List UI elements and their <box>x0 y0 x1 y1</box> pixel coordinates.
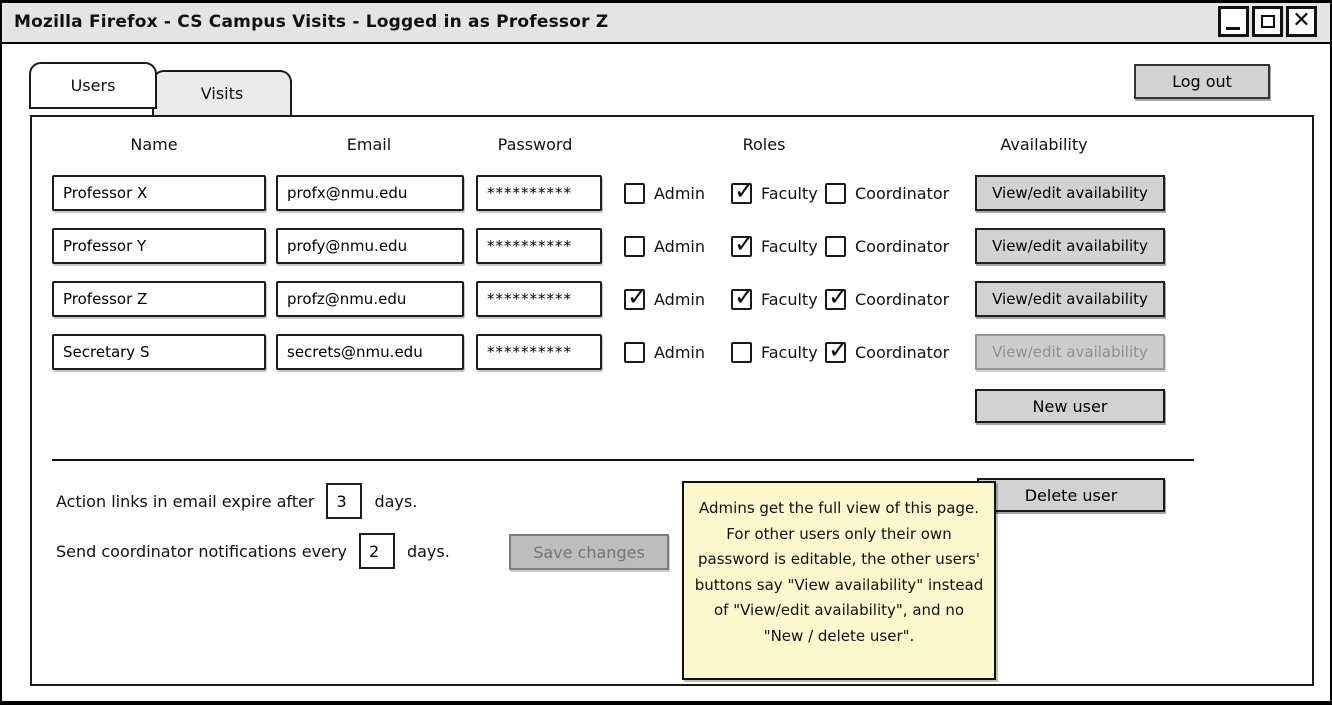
notify-label-before: Send coordinator notifications every <box>56 541 347 561</box>
faculty-label: Faculty <box>761 236 818 256</box>
close-icon: ✕ <box>1292 7 1311 33</box>
new-user-button[interactable]: New user <box>975 389 1165 423</box>
coordinator-checkbox[interactable] <box>825 282 849 311</box>
expire-setting: Action links in email expire after days. <box>56 483 417 519</box>
name-field[interactable] <box>52 228 266 264</box>
column-header-roles: Roles <box>742 135 786 154</box>
email-field[interactable] <box>276 334 464 370</box>
window-title: Mozilla Firefox - CS Campus Visits - Log… <box>14 12 609 32</box>
role-admin: Admin <box>624 281 705 317</box>
column-header-password: Password <box>497 135 573 154</box>
view-edit-availability-button[interactable]: View/edit availability <box>975 334 1165 370</box>
faculty-label: Faculty <box>761 342 818 362</box>
tab-users[interactable]: Users <box>29 62 157 109</box>
password-field[interactable] <box>476 175 602 211</box>
logout-button[interactable]: Log out <box>1134 64 1270 99</box>
table-row: Admin Faculty Coordinator View/edit avai… <box>32 334 1312 370</box>
admin-checkbox[interactable] <box>624 341 645 363</box>
tab-users-label: Users <box>70 76 116 95</box>
admin-checkbox[interactable] <box>624 235 645 257</box>
admin-label: Admin <box>654 236 705 256</box>
column-header-availability: Availability <box>1000 135 1088 154</box>
role-coordinator: Coordinator <box>825 334 949 370</box>
password-field[interactable] <box>476 334 602 370</box>
maximize-button[interactable] <box>1252 6 1283 37</box>
faculty-checkbox[interactable] <box>731 176 755 205</box>
role-faculty: Faculty <box>731 334 818 370</box>
view-edit-availability-button[interactable]: View/edit availability <box>975 175 1165 211</box>
coordinator-checkbox[interactable] <box>825 182 846 204</box>
name-field[interactable] <box>52 175 266 211</box>
coordinator-checkbox[interactable] <box>825 235 846 257</box>
table-row: Admin Faculty Coordinator View/edit avai… <box>32 228 1312 264</box>
maximize-icon <box>1260 15 1275 28</box>
email-field[interactable] <box>276 175 464 211</box>
view-edit-availability-button[interactable]: View/edit availability <box>975 281 1165 317</box>
tab-visits[interactable]: Visits <box>152 70 292 117</box>
role-coordinator: Coordinator <box>825 281 949 317</box>
table-row: Admin Faculty Coordinator View/edit avai… <box>32 175 1312 211</box>
close-button[interactable]: ✕ <box>1286 6 1317 37</box>
name-field[interactable] <box>52 334 266 370</box>
coordinator-label: Coordinator <box>855 183 950 203</box>
role-coordinator: Coordinator <box>825 175 949 211</box>
column-header-email: Email <box>346 135 392 154</box>
password-field[interactable] <box>476 228 602 264</box>
notification-setting: Send coordinator notifications every day… <box>56 533 450 569</box>
role-faculty: Faculty <box>731 281 818 317</box>
admin-checkbox[interactable] <box>624 182 645 204</box>
notify-label-after: days. <box>406 541 450 561</box>
admin-label: Admin <box>654 289 705 309</box>
minimize-button[interactable] <box>1218 6 1249 37</box>
column-header-name: Name <box>130 135 178 154</box>
coordinator-label: Coordinator <box>855 342 950 362</box>
coordinator-label: Coordinator <box>855 289 950 309</box>
name-field[interactable] <box>52 281 266 317</box>
save-changes-button[interactable]: Save changes <box>509 534 669 570</box>
faculty-label: Faculty <box>761 289 818 309</box>
role-admin: Admin <box>624 334 705 370</box>
expire-label-after: days. <box>374 491 418 511</box>
role-faculty: Faculty <box>731 175 818 211</box>
expire-days-field[interactable] <box>326 483 363 519</box>
admin-note: Admins get the full view of this page. F… <box>682 481 996 680</box>
role-admin: Admin <box>624 175 705 211</box>
expire-label-before: Action links in email expire after <box>56 491 315 511</box>
faculty-checkbox[interactable] <box>731 229 755 258</box>
users-panel: Name Email Password Roles Availability A… <box>30 115 1314 686</box>
coordinator-checkbox[interactable] <box>825 335 849 364</box>
email-field[interactable] <box>276 228 464 264</box>
tab-visits-label: Visits <box>200 84 244 103</box>
role-coordinator: Coordinator <box>825 228 949 264</box>
view-edit-availability-button[interactable]: View/edit availability <box>975 228 1165 264</box>
admin-label: Admin <box>654 342 705 362</box>
window-controls: ✕ <box>1218 6 1317 37</box>
role-faculty: Faculty <box>731 228 818 264</box>
admin-checkbox[interactable] <box>624 282 648 311</box>
role-admin: Admin <box>624 228 705 264</box>
faculty-checkbox[interactable] <box>731 282 755 311</box>
minimize-icon <box>1226 27 1240 30</box>
table-row: Admin Faculty Coordinator View/edit avai… <box>32 281 1312 317</box>
notify-days-field[interactable] <box>358 533 395 569</box>
section-divider <box>52 459 1194 461</box>
admin-label: Admin <box>654 183 705 203</box>
faculty-label: Faculty <box>761 183 818 203</box>
password-field[interactable] <box>476 281 602 317</box>
email-field[interactable] <box>276 281 464 317</box>
titlebar: Mozilla Firefox - CS Campus Visits - Log… <box>2 3 1330 44</box>
coordinator-label: Coordinator <box>855 236 950 256</box>
delete-user-button[interactable]: Delete user <box>977 478 1165 512</box>
faculty-checkbox[interactable] <box>731 341 752 363</box>
